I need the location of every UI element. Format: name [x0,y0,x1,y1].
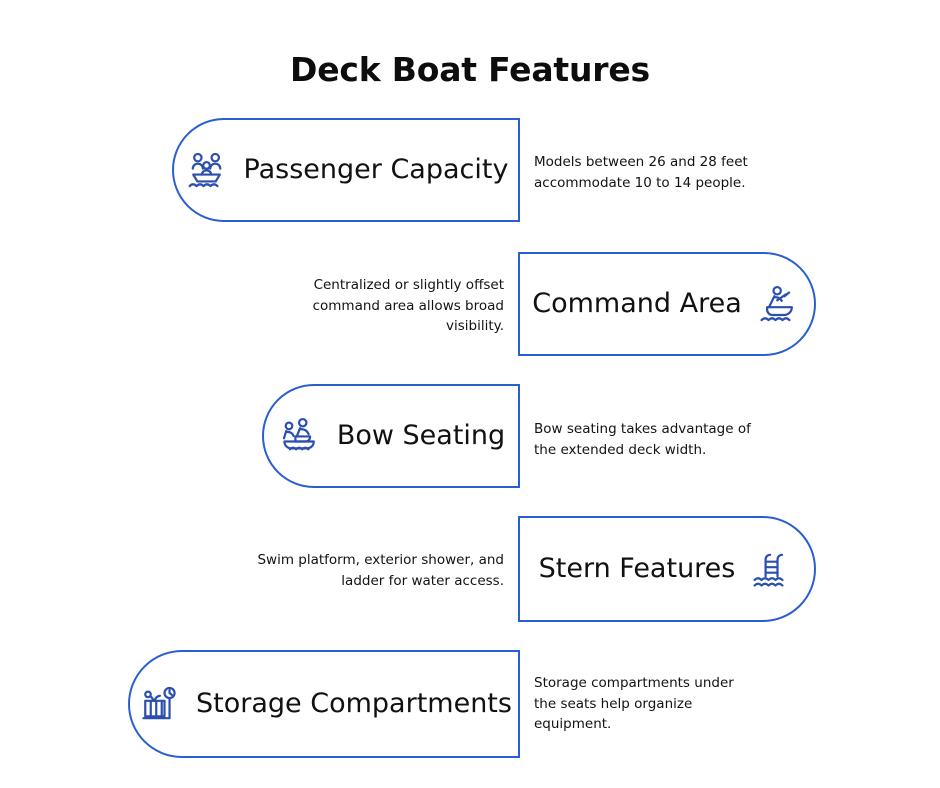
feature-pill-stern-features[interactable]: Stern Features [518,516,816,622]
page-title: Deck Boat Features [290,50,650,89]
feature-label: Passenger Capacity [243,154,509,186]
pool-ladder-water-icon [749,546,795,592]
feature-description-bow-seating: Bow seating takes advantage of the exten… [534,421,751,458]
feature-description-storage-compartments: Storage compartments under the seats hel… [534,675,734,733]
feature-label: Bow Seating [336,420,506,452]
people-in-boat-icon [184,147,230,193]
feature-pill-command-area[interactable]: Command Area [518,252,816,356]
feature-description-passenger-capacity: Models between 26 and 28 feet accommodat… [534,154,748,191]
feature-pill-bow-seating[interactable]: Bow Seating [262,384,520,488]
feature-label: Storage Compartments [196,688,512,720]
feature-pill-passenger-capacity[interactable]: Passenger Capacity [172,118,520,222]
person-rowing-boat-icon [756,281,802,327]
seated-people-boat-icon [277,413,323,459]
feature-description-stern-features: Swim platform, exterior shower, and ladd… [257,552,504,589]
feature-pill-storage-compartments[interactable]: Storage Compartments [128,650,520,758]
feature-label: Command Area [532,288,742,320]
storage-container-gauge-icon [136,681,182,727]
feature-label: Stern Features [538,553,736,585]
feature-description-command-area: Centralized or slightly offset command a… [312,277,504,335]
